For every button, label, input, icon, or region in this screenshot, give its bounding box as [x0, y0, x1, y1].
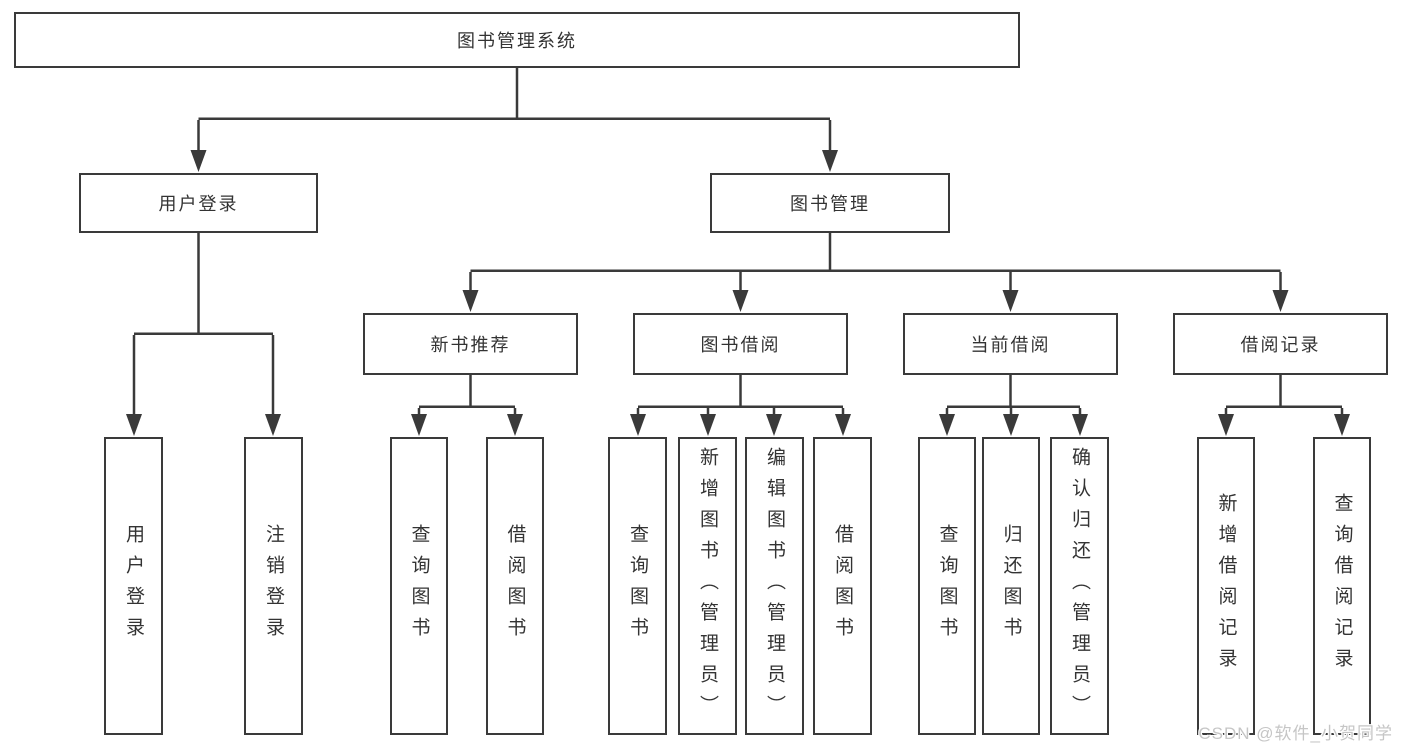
connector-book-borrow-to-leaves — [630, 375, 851, 436]
leaf-add-borrow-record-label: 新增借阅记录 — [1215, 493, 1237, 679]
leaf-logout: 注销登录 — [244, 437, 303, 735]
leaf-query-books-recommend-label: 查询图书 — [408, 524, 430, 648]
arrowhead-icon — [732, 290, 749, 312]
leaf-return-books-label: 归还图书 — [1000, 524, 1022, 648]
arrowhead-icon — [411, 414, 427, 436]
arrowhead-icon — [507, 414, 523, 436]
connector-user-login-to-leaves — [126, 233, 281, 436]
arrowhead-icon — [1334, 414, 1350, 436]
leaf-query-books-borrow-label: 查询图书 — [627, 524, 648, 648]
node-current-borrow: 当前借阅 — [903, 313, 1118, 375]
leaf-query-books-recommend: 查询图书 — [390, 437, 448, 735]
arrowhead-icon — [835, 414, 851, 436]
leaf-borrow-books-borrow: 借阅图书 — [813, 437, 872, 735]
arrowhead-icon — [265, 414, 281, 436]
node-root: 图书管理系统 — [14, 12, 1020, 68]
leaf-query-books-borrow: 查询图书 — [608, 437, 667, 735]
arrowhead-icon — [190, 150, 207, 172]
leaf-borrow-books-recommend: 借阅图书 — [486, 437, 544, 735]
arrowhead-icon — [462, 290, 479, 312]
leaf-query-borrow-record-label: 查询借阅记录 — [1331, 493, 1353, 679]
leaf-logout-label: 注销登录 — [263, 524, 284, 648]
leaf-query-books-current-label: 查询图书 — [936, 524, 958, 648]
node-borrow-records: 借阅记录 — [1173, 313, 1388, 375]
node-user-login: 用户登录 — [79, 173, 318, 233]
arrowhead-icon — [1003, 414, 1019, 436]
arrowhead-icon — [1272, 290, 1289, 312]
connector-new-book-to-leaves — [411, 375, 523, 436]
leaf-user-login: 用户登录 — [104, 437, 163, 735]
leaf-borrow-books-recommend-label: 借阅图书 — [504, 524, 526, 648]
node-borrow-records-label: 借阅记录 — [1240, 335, 1321, 355]
node-book-borrow: 图书借阅 — [633, 313, 848, 375]
leaf-query-borrow-record: 查询借阅记录 — [1313, 437, 1371, 735]
node-new-book-recommend: 新书推荐 — [363, 313, 578, 375]
csdn-watermark: CSDN @软件_小贺同学 — [1198, 724, 1393, 743]
connector-current-borrow-to-leaves — [939, 375, 1088, 436]
node-book-mgmt-label: 图书管理 — [790, 194, 870, 214]
node-book-borrow-label: 图书借阅 — [700, 335, 781, 355]
connector-borrow-records-to-leaves — [1218, 375, 1350, 436]
leaf-confirm-return-admin-label: 确认归还（管理员） — [1069, 446, 1090, 726]
arrowhead-icon — [700, 414, 716, 436]
connector-book-mgmt-to-level3 — [462, 233, 1289, 312]
arrowhead-icon — [1218, 414, 1234, 436]
node-root-label: 图书管理系统 — [457, 31, 577, 51]
arrowhead-icon — [630, 414, 646, 436]
leaf-confirm-return-admin: 确认归还（管理员） — [1050, 437, 1109, 735]
node-new-book-recommend-label: 新书推荐 — [430, 335, 511, 355]
leaf-add-books-admin-label: 新增图书（管理员） — [697, 446, 718, 726]
arrowhead-icon — [766, 414, 782, 436]
leaf-user-login-label: 用户登录 — [123, 524, 144, 648]
leaf-edit-books-admin-label: 编辑图书（管理员） — [764, 446, 785, 726]
leaf-return-books: 归还图书 — [982, 437, 1040, 735]
leaf-add-borrow-record: 新增借阅记录 — [1197, 437, 1255, 735]
node-current-borrow-label: 当前借阅 — [970, 335, 1051, 355]
leaf-borrow-books-borrow-label: 借阅图书 — [832, 524, 853, 648]
arrowhead-icon — [126, 414, 142, 436]
arrowhead-icon — [939, 414, 955, 436]
leaf-query-books-current: 查询图书 — [918, 437, 976, 735]
arrowhead-icon — [822, 150, 838, 172]
arrowhead-icon — [1072, 414, 1088, 436]
leaf-add-books-admin: 新增图书（管理员） — [678, 437, 737, 735]
arrowhead-icon — [1002, 290, 1019, 312]
node-book-mgmt: 图书管理 — [710, 173, 950, 233]
node-user-login-label: 用户登录 — [158, 194, 239, 214]
leaf-edit-books-admin: 编辑图书（管理员） — [745, 437, 804, 735]
connector-root-to-level2 — [190, 68, 838, 172]
